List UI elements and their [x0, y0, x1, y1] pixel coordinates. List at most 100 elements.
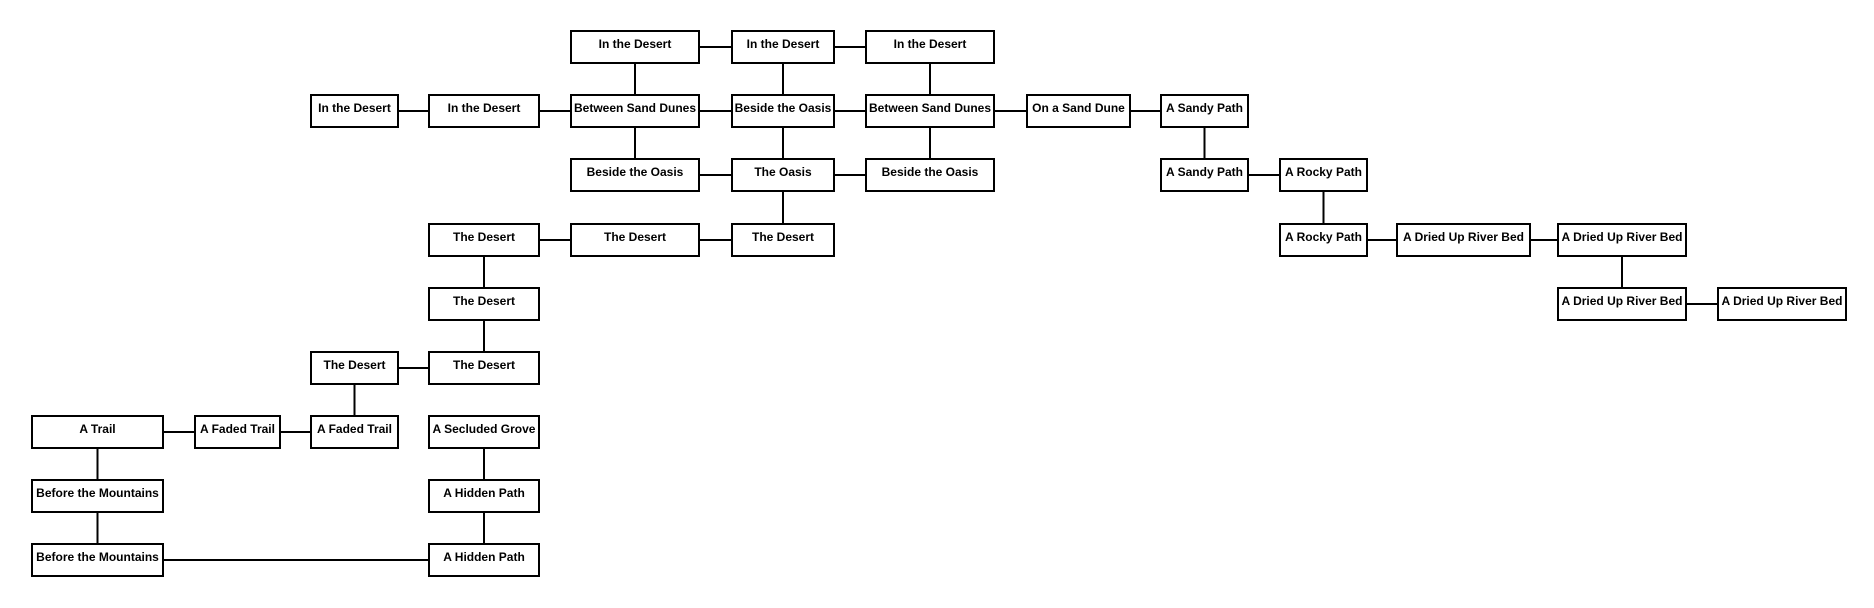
room-box [731, 30, 835, 64]
room-box [731, 223, 835, 257]
room-label: A Sandy Path [1166, 165, 1243, 179]
room-node: Before the Mountains [31, 543, 164, 577]
room-label: In the Desert [894, 37, 967, 51]
room-label: Beside the Oasis [735, 101, 832, 115]
room-label: A Faded Trail [200, 422, 275, 436]
room-box [865, 94, 995, 128]
room-box [570, 223, 700, 257]
room-box [428, 223, 540, 257]
room-label: A Secluded Grove [433, 422, 536, 436]
room-box [31, 479, 164, 513]
room-node: Beside the Oasis [865, 158, 995, 192]
room-label: The Desert [453, 230, 515, 244]
room-box [31, 543, 164, 577]
room-label: A Dried Up River Bed [1722, 294, 1843, 308]
room-label: Beside the Oasis [882, 165, 979, 179]
room-node: A Rocky Path [1279, 158, 1368, 192]
room-box [570, 30, 700, 64]
room-node: A Hidden Path [428, 543, 540, 577]
room-label: A Dried Up River Bed [1562, 294, 1683, 308]
room-label: Between Sand Dunes [869, 101, 991, 115]
room-box [428, 351, 540, 385]
room-node: A Faded Trail [194, 415, 281, 449]
room-node: The Desert [428, 351, 540, 385]
room-label: A Rocky Path [1285, 165, 1362, 179]
room-node: A Dried Up River Bed [1557, 223, 1687, 257]
room-box [1279, 158, 1368, 192]
room-node: A Dried Up River Bed [1557, 287, 1687, 321]
room-box [1717, 287, 1847, 321]
room-node: The Desert [428, 223, 540, 257]
room-label: In the Desert [448, 101, 521, 115]
room-box [31, 415, 164, 449]
room-label: A Trail [79, 422, 115, 436]
room-box [428, 543, 540, 577]
room-label: Before the Mountains [36, 486, 159, 500]
room-box [428, 94, 540, 128]
room-node: A Hidden Path [428, 479, 540, 513]
room-node: A Secluded Grove [428, 415, 540, 449]
room-node: A Faded Trail [310, 415, 399, 449]
room-box [194, 415, 281, 449]
room-node: Before the Mountains [31, 479, 164, 513]
room-node: The Desert [428, 287, 540, 321]
room-label: The Desert [604, 230, 666, 244]
room-label: In the Desert [318, 101, 391, 115]
room-label: A Faded Trail [317, 422, 392, 436]
room-node: In the Desert [428, 94, 540, 128]
room-box [570, 158, 700, 192]
room-node: Beside the Oasis [731, 94, 835, 128]
room-node: In the Desert [731, 30, 835, 64]
room-box [428, 415, 540, 449]
room-node: The Desert [310, 351, 399, 385]
room-node: In the Desert [865, 30, 995, 64]
room-box [310, 415, 399, 449]
room-label: Beside the Oasis [587, 165, 684, 179]
room-node: In the Desert [310, 94, 399, 128]
room-box [1557, 287, 1687, 321]
room-box [1160, 158, 1249, 192]
room-box [1026, 94, 1131, 128]
room-box [865, 30, 995, 64]
room-label: In the Desert [747, 37, 820, 51]
room-node: A Trail [31, 415, 164, 449]
room-label: A Dried Up River Bed [1562, 230, 1683, 244]
room-label: The Desert [453, 294, 515, 308]
room-label: The Oasis [754, 165, 812, 179]
room-node: The Desert [731, 223, 835, 257]
room-label: The Desert [752, 230, 814, 244]
room-node: A Dried Up River Bed [1396, 223, 1531, 257]
room-node: Between Sand Dunes [865, 94, 995, 128]
room-node: On a Sand Dune [1026, 94, 1131, 128]
room-node: A Dried Up River Bed [1717, 287, 1847, 321]
room-box [428, 287, 540, 321]
room-label: A Hidden Path [443, 550, 525, 564]
room-node: The Desert [570, 223, 700, 257]
room-label: A Dried Up River Bed [1403, 230, 1524, 244]
room-node: A Sandy Path [1160, 158, 1249, 192]
room-node: In the Desert [570, 30, 700, 64]
room-box [310, 351, 399, 385]
room-node: A Rocky Path [1279, 223, 1368, 257]
room-label: In the Desert [599, 37, 672, 51]
room-box [1557, 223, 1687, 257]
room-box [1396, 223, 1531, 257]
room-box [1279, 223, 1368, 257]
room-box [310, 94, 399, 128]
room-label: Before the Mountains [36, 550, 159, 564]
room-label: The Desert [323, 358, 385, 372]
room-node: Beside the Oasis [570, 158, 700, 192]
room-node: A Sandy Path [1160, 94, 1249, 128]
room-label: On a Sand Dune [1032, 101, 1125, 115]
room-label: The Desert [453, 358, 515, 372]
room-label: A Rocky Path [1285, 230, 1362, 244]
room-label: Between Sand Dunes [574, 101, 696, 115]
room-label: A Hidden Path [443, 486, 525, 500]
room-box [865, 158, 995, 192]
room-node: The Oasis [731, 158, 835, 192]
room-label: A Sandy Path [1166, 101, 1243, 115]
room-box [570, 94, 700, 128]
room-box [731, 94, 835, 128]
